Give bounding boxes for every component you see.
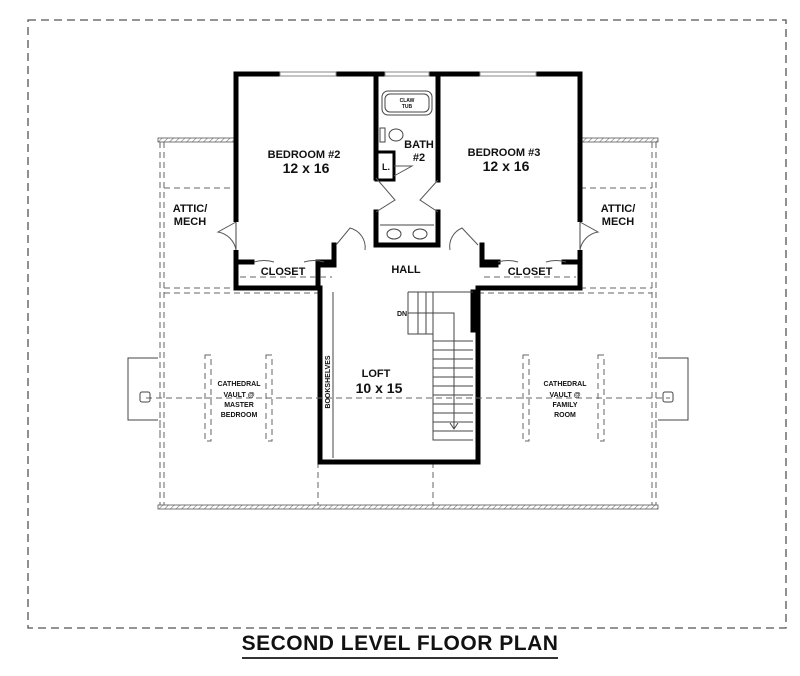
attic-left-line2: MECH [174,216,206,228]
bath2-name-line2: #2 [413,152,425,164]
attic-right-line1: ATTIC/ [601,203,636,215]
attic-left-line1: ATTIC/ [173,203,208,215]
vault-right-line4: ROOM [554,412,576,419]
vault-markers [127,345,689,442]
closet-left-label: CLOSET [261,266,306,278]
bookshelves-label: BOOKSHELVES [325,355,332,408]
outer-dashed-frame [27,19,787,629]
hall-label: HALL [391,264,421,276]
staircase [407,291,473,441]
bedroom2-name: BEDROOM #2 [268,149,341,161]
doors [216,165,600,251]
windows [279,71,537,77]
bath-fixtures [379,90,434,240]
vault-left-line1: CATHEDRAL [217,381,261,388]
stairs-down-label: DN [397,311,407,318]
tub-label-line1: CLAW [400,98,415,104]
vault-right-line1: CATHEDRAL [543,381,587,388]
linen-closet-label: L. [382,162,390,172]
vault-right-line2: VAULT @ [549,392,580,399]
vault-left-line2: VAULT @ [223,392,254,399]
closet-right-label: CLOSET [508,266,553,278]
tub-label-line2: TUB [402,104,413,110]
loft-name: LOFT [362,368,391,380]
plan-title: SECOND LEVEL FLOOR PLAN [0,632,800,659]
bath2-name-line1: BATH [404,139,434,151]
plan-title-text: SECOND LEVEL FLOOR PLAN [241,632,559,659]
roof-outline [157,137,659,510]
bedroom3-name: BEDROOM #3 [468,147,541,159]
vault-right-line3: FAMILY [552,402,577,409]
loft-size: 10 x 15 [356,380,403,396]
closet-shelves [240,260,576,278]
bedroom2-size: 12 x 16 [283,160,330,176]
attic-right-line2: MECH [602,216,634,228]
bedroom3-size: 12 x 16 [483,158,530,174]
vault-left-line4: BEDROOM [221,412,258,419]
vault-left-line3: MASTER [224,402,254,409]
